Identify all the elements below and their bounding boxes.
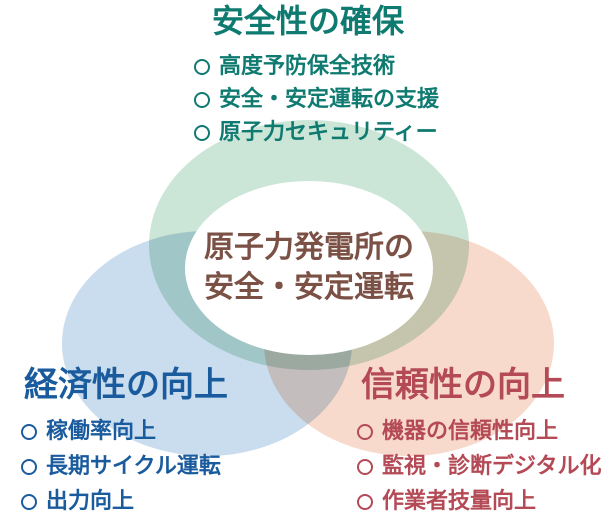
reliability-item-list: 機器の信頼性向上 監視・診断デジタル化 作業者技量向上 [357, 420, 602, 520]
safety-item-list: 高度予防保全技術 安全・安定運転の支援 原子力セキュリティー [194, 55, 439, 154]
item-label: 原子力セキュリティー [219, 120, 438, 145]
center-label-line1: 原子力発電所の [204, 230, 414, 265]
circle-marker-icon [357, 458, 373, 475]
item-label: 機器の信頼性向上 [382, 419, 559, 444]
circle-marker-icon [357, 493, 373, 510]
reliability-title: 信頼性の向上 [361, 365, 565, 405]
list-item: 監視・診断デジタル化 [357, 455, 602, 478]
list-item: 高度予防保全技術 [194, 55, 439, 78]
list-item: 安全・安定運転の支援 [194, 88, 439, 111]
circle-marker-icon [21, 458, 37, 475]
economy-title: 経済性の向上 [24, 365, 228, 405]
economy-item-list: 稼働率向上 長期サイクル運転 出力向上 [21, 420, 221, 520]
item-label: 監視・診断デジタル化 [382, 454, 602, 479]
circle-marker-icon [357, 423, 373, 440]
list-item: 作業者技量向上 [357, 490, 602, 513]
list-item: 長期サイクル運転 [21, 455, 221, 478]
circle-marker-icon [21, 493, 37, 510]
list-item: 原子力セキュリティー [194, 121, 439, 144]
item-label: 安全・安定運転の支援 [219, 87, 440, 112]
list-item: 稼働率向上 [21, 420, 221, 443]
center-label-line2: 安全・安定運転 [204, 270, 414, 305]
circle-marker-icon [194, 124, 210, 141]
circle-marker-icon [21, 423, 37, 440]
list-item: 機器の信頼性向上 [357, 420, 602, 443]
item-label: 出力向上 [46, 489, 135, 514]
item-label: 稼働率向上 [46, 419, 157, 444]
circle-marker-icon [194, 58, 210, 75]
list-item: 出力向上 [21, 490, 221, 513]
item-label: 作業者技量向上 [382, 489, 537, 514]
center-white-disc [185, 181, 433, 355]
item-label: 高度予防保全技術 [219, 54, 396, 79]
circle-marker-icon [194, 91, 210, 108]
safety-title: 安全性の確保 [211, 2, 404, 40]
item-label: 長期サイクル運転 [46, 454, 221, 479]
center-label: 原子力発電所の 安全・安定運転 [185, 181, 433, 355]
